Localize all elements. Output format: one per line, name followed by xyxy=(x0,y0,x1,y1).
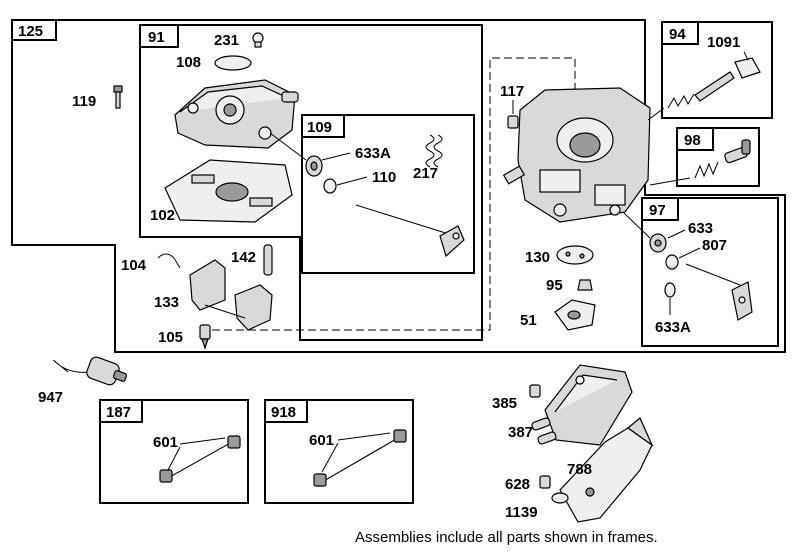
part-1139-gasket xyxy=(551,492,569,504)
label-108: 108 xyxy=(176,54,201,71)
part-choke-shaft xyxy=(685,263,753,321)
part-633-bushing xyxy=(649,233,667,253)
part-98-spring xyxy=(694,161,719,179)
label-633: 633 xyxy=(688,220,713,237)
label-119: 119 xyxy=(72,93,96,110)
frame-91-tag xyxy=(139,24,179,48)
frame-918-tag xyxy=(264,399,308,423)
frame-125-tag xyxy=(11,19,57,41)
part-108-gasket xyxy=(214,55,252,71)
label-601-a: 601 xyxy=(153,434,178,451)
label-231: 231 xyxy=(214,32,239,49)
part-133-float xyxy=(189,259,273,331)
frame-94-outline xyxy=(661,21,773,119)
frame-97-label: 97 xyxy=(649,202,666,219)
part-carb-upper-body xyxy=(174,79,299,149)
part-601-fuel-line-187 xyxy=(159,435,241,483)
label-628: 628 xyxy=(505,476,530,493)
part-601-fuel-line-918 xyxy=(313,429,407,487)
label-117: 117 xyxy=(500,83,524,100)
part-231-screw xyxy=(252,32,264,48)
label-102: 102 xyxy=(150,207,175,224)
frame-109-tag xyxy=(301,114,345,138)
label-788: 788 xyxy=(567,461,592,478)
label-130: 130 xyxy=(525,249,550,266)
label-633a-right: 633A xyxy=(655,319,691,336)
frame-98-tag xyxy=(676,127,714,151)
frame-187-label: 187 xyxy=(106,404,131,421)
assembly-guide-line xyxy=(205,57,576,331)
part-628-screw xyxy=(539,475,551,489)
label-601-b: 601 xyxy=(309,432,334,449)
assemblies-footnote: Assemblies include all parts shown in fr… xyxy=(355,529,658,546)
part-110-washer xyxy=(323,178,337,194)
part-633a-bushing-right xyxy=(664,282,676,298)
label-105: 105 xyxy=(158,329,183,346)
label-133: 133 xyxy=(154,294,179,311)
part-throttle-shaft xyxy=(355,204,465,258)
part-142-pin xyxy=(263,244,273,276)
frame-94-label: 94 xyxy=(669,26,686,43)
label-1091: 1091 xyxy=(707,34,740,51)
frame-97-outline xyxy=(641,197,779,347)
frame-918-label: 918 xyxy=(271,404,296,421)
part-51-gasket xyxy=(554,299,596,331)
label-947: 947 xyxy=(38,389,63,406)
part-387-fuel-pump xyxy=(531,364,633,446)
part-95-plug xyxy=(577,279,593,291)
frame-91-outline xyxy=(139,24,483,341)
frame-918-outline xyxy=(264,399,414,504)
label-104: 104 xyxy=(121,257,147,274)
label-387: 387 xyxy=(508,424,533,441)
part-633a-bushing-top xyxy=(305,155,323,177)
label-217: 217 xyxy=(413,165,438,182)
label-95: 95 xyxy=(546,277,563,294)
frame-125-outline xyxy=(11,19,786,353)
frame-187-tag xyxy=(99,399,143,423)
frame-187-outline xyxy=(99,399,249,504)
label-1139: 1139 xyxy=(505,504,538,521)
part-94-spring xyxy=(667,93,695,109)
part-1091-needle-valve xyxy=(694,57,761,102)
part-217-spring xyxy=(425,134,443,168)
label-142: 142 xyxy=(231,249,256,266)
part-98-screw xyxy=(724,139,751,164)
frame-98-outline xyxy=(676,127,760,187)
part-807-seal xyxy=(665,254,679,270)
part-117-plug xyxy=(507,115,519,129)
frame-98-label: 98 xyxy=(684,132,701,149)
frame-109-label: 109 xyxy=(307,119,332,136)
frame-94-tag xyxy=(661,21,699,45)
part-105-needle xyxy=(199,324,211,350)
frame-125-label: 125 xyxy=(18,23,43,40)
frame-97-tag xyxy=(641,197,679,221)
part-385-screw xyxy=(529,384,541,398)
label-51: 51 xyxy=(520,312,537,329)
label-385: 385 xyxy=(492,395,517,412)
part-carburetor-body xyxy=(502,87,651,223)
frame-91-label: 91 xyxy=(148,29,165,46)
part-130-diaphragm xyxy=(556,245,594,265)
part-119-screw xyxy=(113,85,123,109)
frame-109-outline xyxy=(301,114,475,274)
part-947-solenoid xyxy=(53,356,128,386)
part-788-bracket xyxy=(559,417,654,523)
part-102-gasket xyxy=(164,159,293,223)
part-104-clip xyxy=(157,253,181,269)
label-110: 110 xyxy=(372,169,396,186)
label-633a-top: 633A xyxy=(355,145,391,162)
label-807: 807 xyxy=(702,237,727,254)
